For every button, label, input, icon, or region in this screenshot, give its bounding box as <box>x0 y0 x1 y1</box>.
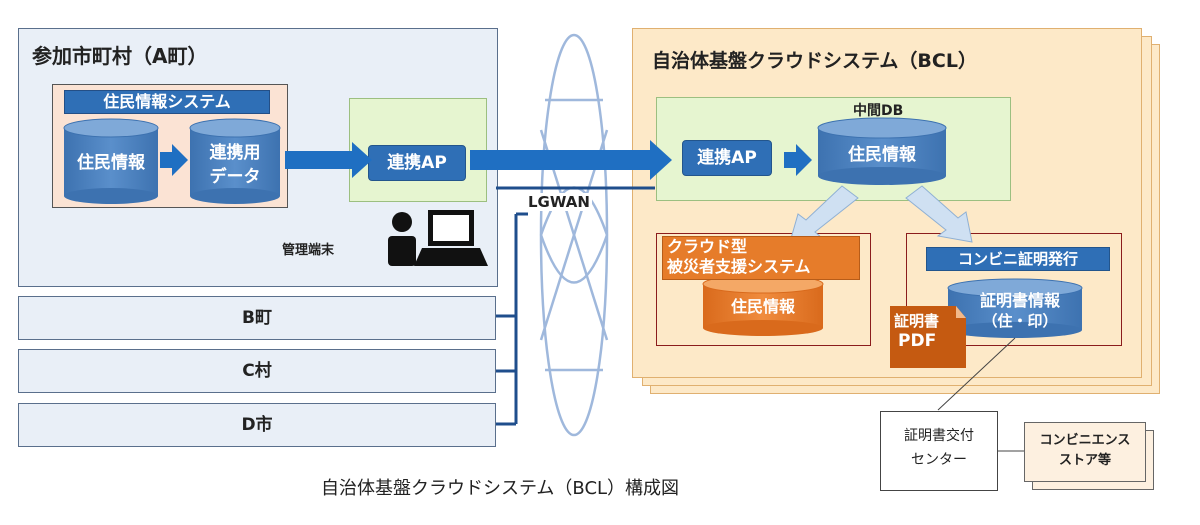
bcl-title: 自治体基盤クラウドシステム（BCL） <box>652 50 977 72</box>
admin-terminal-label: 管理端末 <box>282 243 335 258</box>
link-data-text-2: データ <box>210 166 261 187</box>
relief-db-text: 住民情報 <box>731 297 796 316</box>
resident-db-text: 住民情報 <box>77 152 146 173</box>
center-line2: センター <box>911 452 967 468</box>
db-distribution-arrows <box>789 185 973 243</box>
pdf-label-cert: 証明書 <box>894 312 940 330</box>
village-c-box: C村 <box>18 349 496 393</box>
link-ap-bcl: 連携AP <box>682 140 772 176</box>
pdf-document-icon <box>890 306 966 368</box>
cert-db-icon <box>947 278 1083 338</box>
connector-lines <box>937 337 1024 452</box>
lgwan-label: LGWAN <box>526 193 592 211</box>
link-data-db-icon <box>189 118 281 204</box>
middle-db-text: 住民情報 <box>848 144 917 165</box>
disaster-relief-label-line1: クラウド型 <box>667 237 748 256</box>
network-lines <box>496 186 655 426</box>
diagram-caption: 自治体基盤クラウドシステム（BCL）構成図 <box>320 478 680 499</box>
store-line1: コンビニエンス <box>1039 433 1131 448</box>
resident-db-icon <box>63 118 159 204</box>
middle-db-label: 中間DB <box>853 103 904 119</box>
cert-db-text-2: （住・印） <box>982 312 1057 330</box>
link-ap-a: 連携AP <box>368 145 466 181</box>
pdf-label-pdf: PDF <box>898 331 937 351</box>
data-flow-arrow-a <box>285 142 372 178</box>
town-b-box: B町 <box>18 296 496 340</box>
link-data-text-1: 連携用 <box>210 142 261 163</box>
internal-arrow-icon <box>160 144 188 176</box>
city-d-box: D市 <box>18 403 496 447</box>
disaster-relief-label-line2: 被災者支援システム <box>667 257 811 276</box>
cert-db-text-1: 証明書情報 <box>980 291 1061 310</box>
data-flow-arrow-main <box>470 140 672 180</box>
municipality-a-title: 参加市町村（A町） <box>32 44 208 68</box>
middle-db-icon <box>817 117 947 185</box>
ap-to-db-arrow-icon <box>784 144 812 176</box>
admin-terminal-icon <box>388 210 488 266</box>
convenience-store-box: コンビニエンス ストア等 <box>1024 422 1146 482</box>
resident-system-label: 住民情報システム <box>64 90 270 114</box>
disaster-relief-label: クラウド型 被災者支援システム <box>662 236 860 280</box>
lgwan-network-icon <box>539 33 609 437</box>
conveni-cert-label: コンビニ証明発行 <box>926 247 1110 271</box>
cert-issuance-center-box: 証明書交付 センター <box>880 411 998 491</box>
center-line1: 証明書交付 <box>904 428 974 444</box>
store-line2: ストア等 <box>1058 453 1111 468</box>
